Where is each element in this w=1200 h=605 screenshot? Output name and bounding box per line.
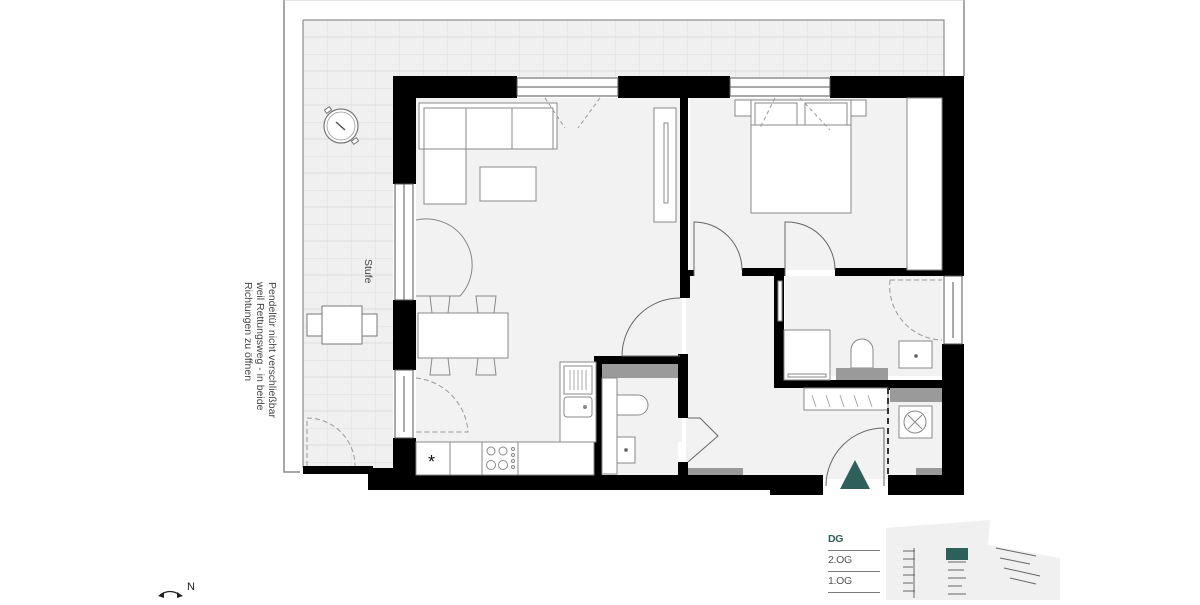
bathroom-fixtures <box>777 279 943 381</box>
current-unit-highlight <box>946 548 968 560</box>
interior-floor <box>416 98 942 479</box>
living-room-furniture <box>417 102 677 376</box>
floor-1og[interactable]: 1.OG <box>828 572 880 593</box>
entrance-triangle-icon <box>840 460 870 489</box>
north-label: N <box>187 581 195 593</box>
walls <box>303 76 964 495</box>
storage-marker: * <box>428 452 435 472</box>
terrace <box>283 0 965 473</box>
wc-fixtures <box>601 364 678 475</box>
swing-door-note: Pendeltür nicht verschließbar weil Rettu… <box>242 282 278 418</box>
utility-fixtures <box>688 387 942 476</box>
bedroom-furniture <box>734 97 943 271</box>
doors <box>415 97 885 487</box>
terrace-table <box>306 305 378 345</box>
floor-dg[interactable]: DG <box>828 530 880 551</box>
note-line-3: Richtungen zu öffnen <box>242 282 254 382</box>
compass: N <box>156 580 200 600</box>
terrace-round-fixture <box>323 105 360 146</box>
kitchen <box>415 361 597 476</box>
step-label: Stufe <box>362 259 374 284</box>
site-minimap <box>886 520 1060 600</box>
note-line-2: weil Rettungsweg - in beide <box>254 282 266 411</box>
floor-2og[interactable]: 2.OG <box>828 551 880 572</box>
note-line-1: Pendeltür nicht verschließbar <box>266 282 278 418</box>
floor-selector: DG 2.OG 1.OG <box>828 530 880 593</box>
windows <box>394 77 963 439</box>
north-arrow-icon <box>158 590 183 598</box>
